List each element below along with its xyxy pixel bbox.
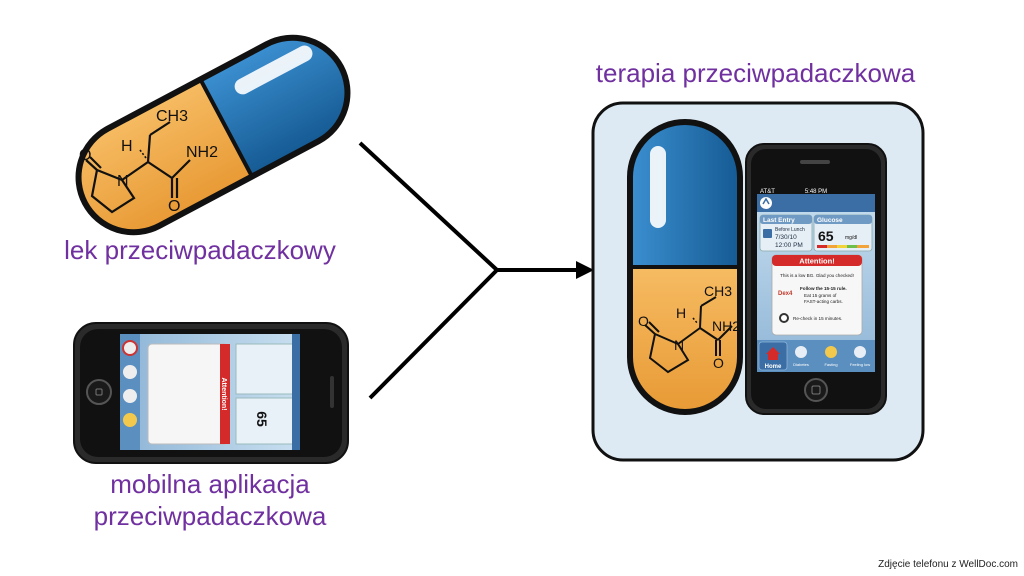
methyl-label: CH3 — [156, 108, 188, 125]
tab-home-label: Home — [765, 364, 782, 370]
oxygen-label-r: O — [638, 313, 649, 329]
last-entry-date: 7/30/10 — [775, 234, 797, 241]
home-icon — [766, 347, 780, 360]
tab-feeling-low-icon[interactable] — [854, 346, 866, 358]
therapy-phone: AT&T 5:48 PM Last Entry Before Lunch 7/3… — [745, 143, 887, 415]
home-button — [86, 379, 112, 405]
attention-title-left: Attention! — [220, 377, 227, 410]
arrow-head — [576, 261, 594, 279]
tab-fasting-label: Fasting — [824, 362, 837, 367]
app-label: mobilna aplikacja przeciwpadaczkowa — [60, 468, 360, 532]
mobile-app-phone: 65 Attention! — [73, 322, 349, 464]
oxygen-label: O — [79, 147, 91, 164]
tab-diabetes-label: Diabetes — [793, 362, 809, 367]
message-3: Eat 15 grams of — [804, 293, 837, 298]
tab-feeling-low-label: Feeling low — [850, 362, 870, 367]
last-entry-time: 12:00 PM — [775, 242, 803, 249]
nitrogen-label-r: N — [674, 337, 684, 353]
attention-title: Attention! — [799, 257, 834, 266]
message-5: Re-check in 15 minutes. — [793, 316, 842, 321]
therapy-capsule — [627, 119, 743, 415]
drug-capsule — [59, 18, 367, 252]
calendar-icon — [763, 229, 772, 238]
amine-label-r: NH2 — [712, 318, 740, 334]
hydrogen-label: H — [121, 138, 133, 155]
carrier-text: AT&T — [760, 189, 775, 195]
glucose-value: 65 — [818, 228, 834, 244]
tab-fasting-icon[interactable] — [825, 346, 837, 358]
hydrogen-label-r: H — [676, 305, 686, 321]
therapy-label: terapia przeciwpadaczkowa — [595, 58, 916, 88]
glucose-unit: mg/dl — [845, 235, 857, 241]
last-entry-title: Last Entry — [763, 217, 795, 224]
message-2: Follow the 15-15 rule. — [800, 286, 847, 291]
methyl-label-r: CH3 — [704, 283, 732, 299]
levetiracetam-molecule-left: O N H CH3 O NH2 — [79, 108, 218, 215]
capsule-highlight — [234, 45, 313, 95]
last-entry-meal: Before Lunch — [775, 227, 805, 233]
dex4-logo: Dex4 — [778, 291, 793, 297]
home-button-right — [804, 378, 828, 402]
convergence-arrow — [358, 141, 580, 400]
tab-diabetes-icon[interactable] — [795, 346, 807, 358]
drug-label: lek przeciwpadaczkowy — [64, 235, 336, 265]
glucose-scale-bar — [817, 245, 869, 248]
app-label-line-2: przeciwpadaczkowa — [93, 501, 327, 531]
oxygen-label-2: O — [168, 198, 180, 215]
app-label-line-1: mobilna aplikacja — [110, 469, 310, 499]
amine-label: NH2 — [186, 144, 218, 161]
message-1: This is a low BG. Glad you checked! — [780, 273, 854, 278]
glucose-value-left: 65 — [254, 411, 270, 427]
nitrogen-label: N — [117, 173, 129, 190]
oxygen-label-r2: O — [713, 355, 724, 371]
message-4: FAST-acting carbs. — [804, 299, 843, 304]
photo-credit: Zdjęcie telefonu z WellDoc.com — [878, 559, 1018, 570]
levetiracetam-molecule-right: O N H CH3 O NH2 — [638, 283, 740, 374]
glucose-title: Glucose — [817, 217, 843, 224]
clock-text: 5:48 PM — [805, 189, 827, 195]
